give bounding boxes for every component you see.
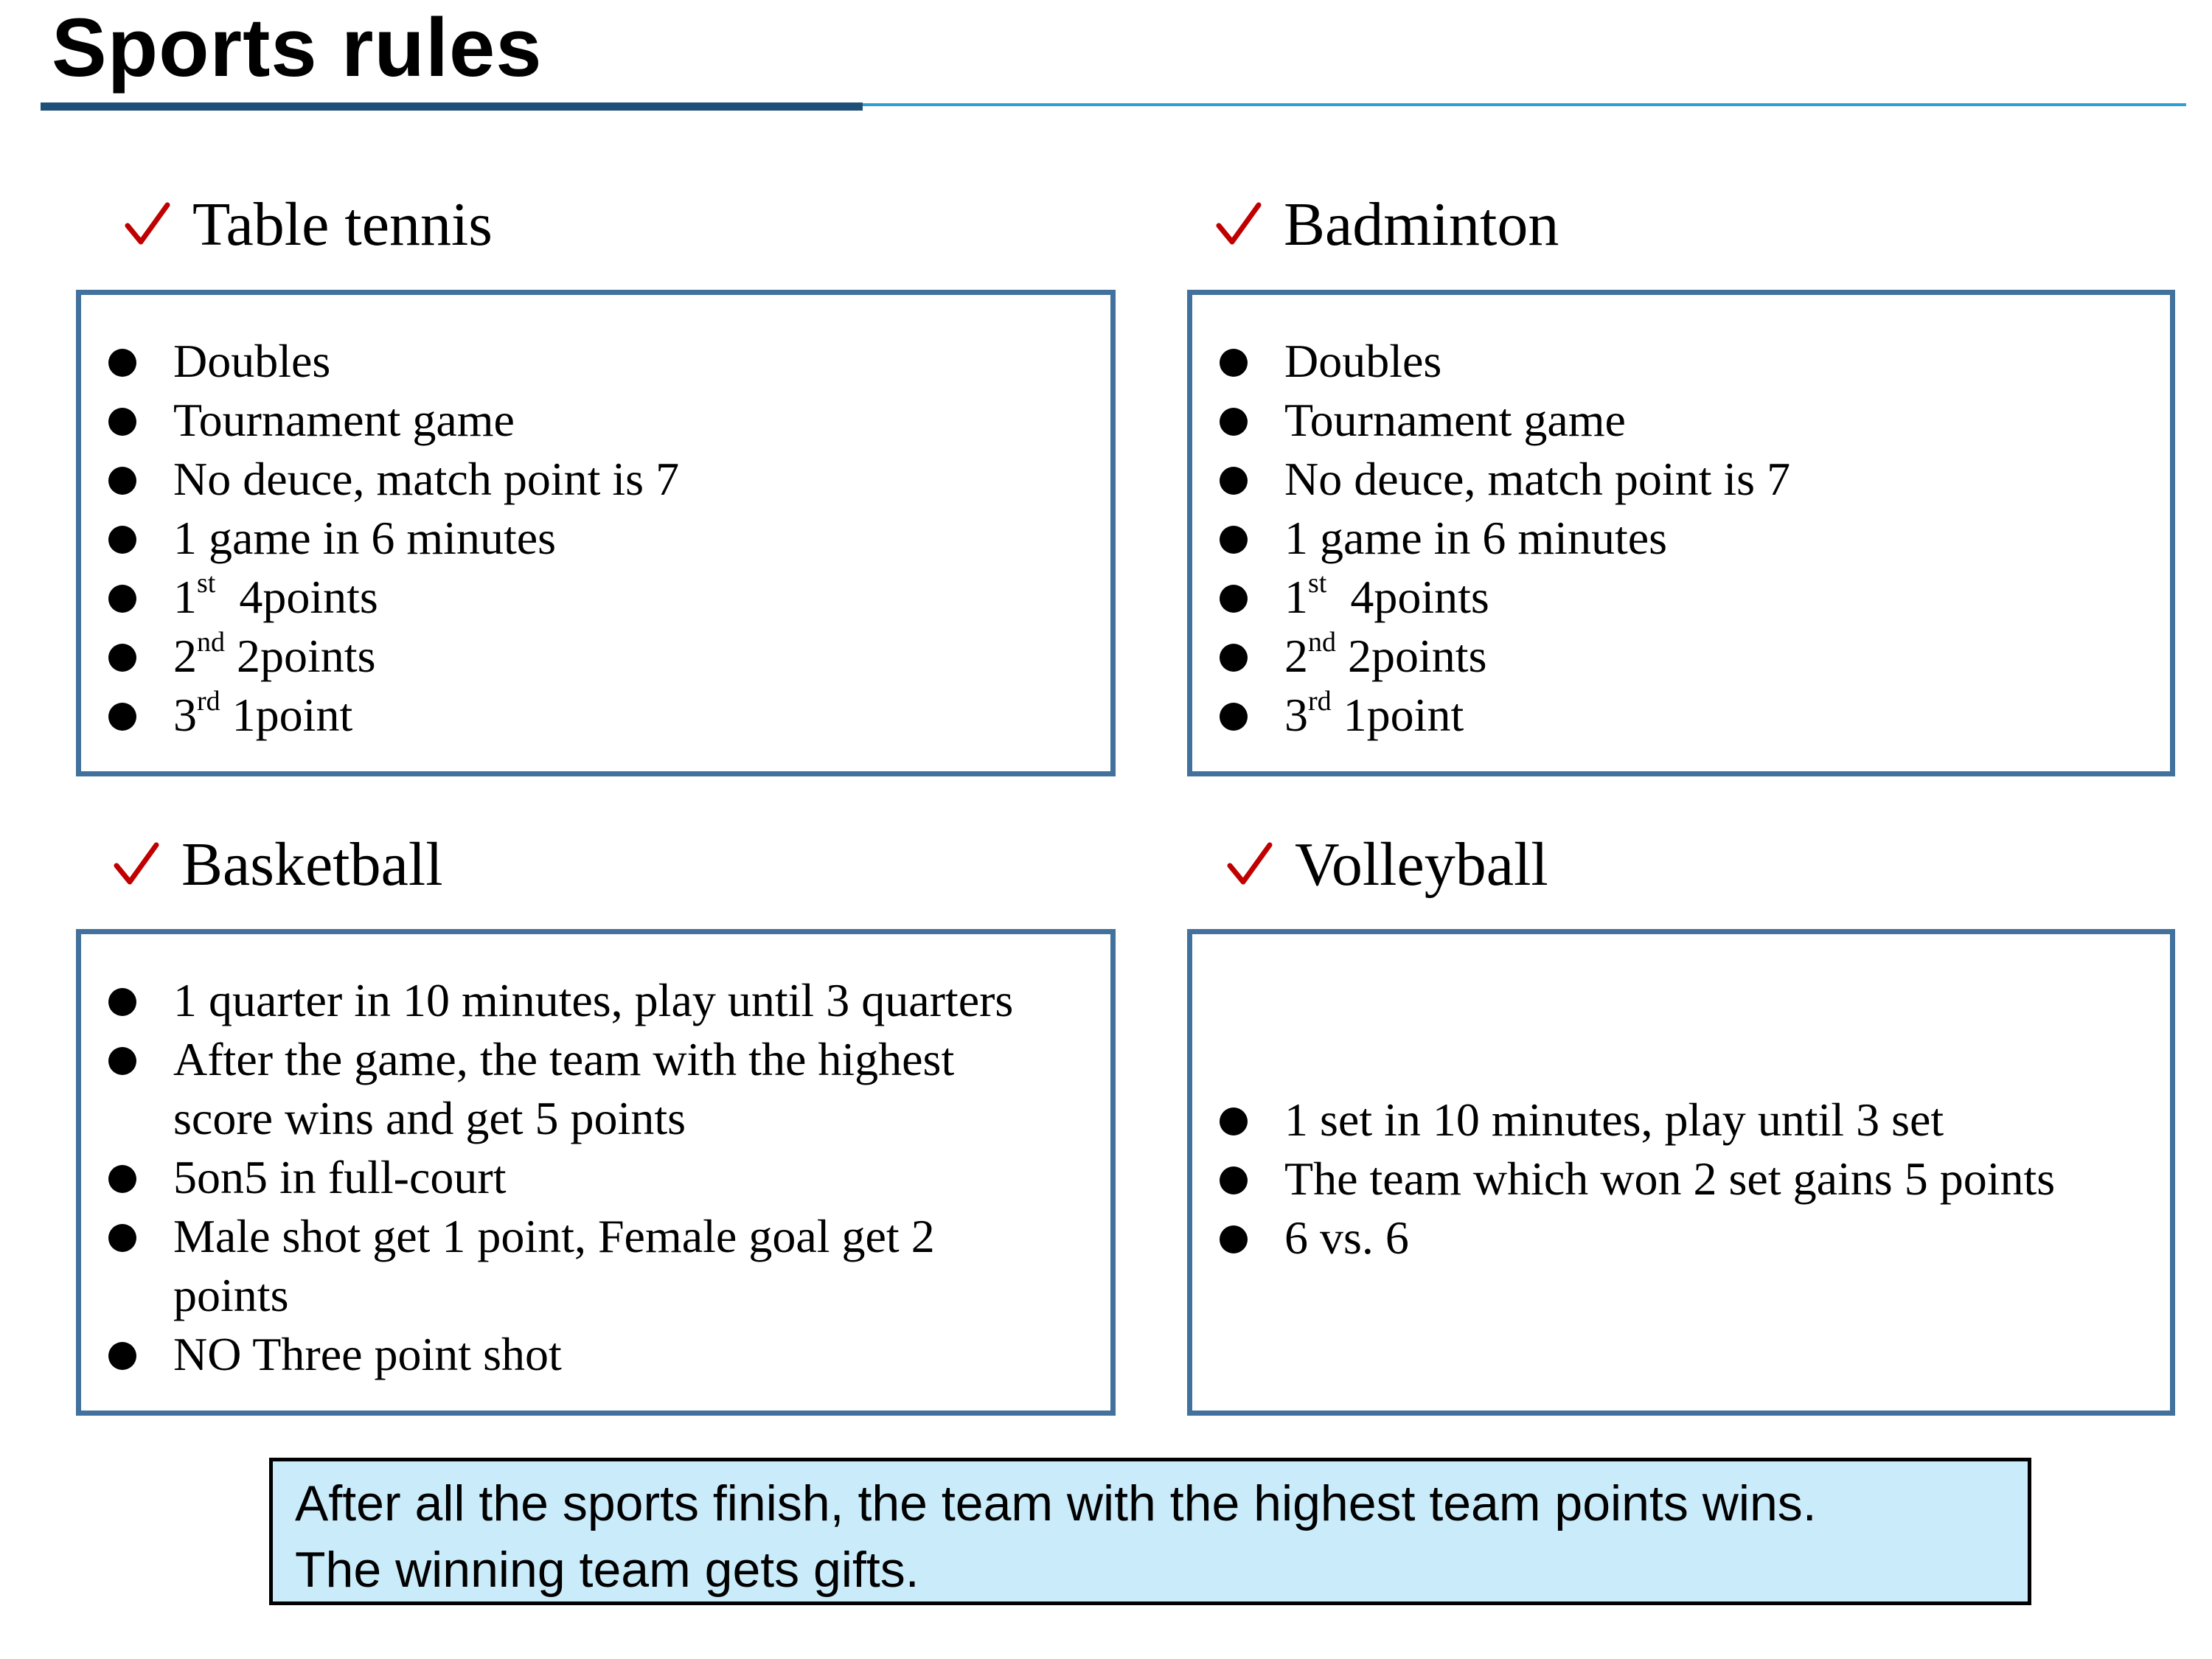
bullet-icon	[1220, 585, 1248, 613]
list-item: 2nd 2points	[81, 627, 1110, 686]
volleyball-heading: Volleyball	[1224, 828, 1548, 902]
list-item: Doubles	[81, 332, 1110, 391]
bullet-icon	[108, 1165, 136, 1193]
bullet-icon	[1220, 1225, 1248, 1253]
list-item: 2nd 2points	[1192, 627, 2170, 686]
list-item: 3rd 1point	[1192, 686, 2170, 745]
list-item: 1 quarter in 10 minutes, play until 3 qu…	[81, 971, 1110, 1030]
footer-note-line2: The winning team gets gifts.	[295, 1542, 919, 1598]
list-item: 1st 4points	[81, 568, 1110, 627]
list-item: 1st 4points	[1192, 568, 2170, 627]
bullet-icon	[108, 1047, 136, 1075]
list-item: Tournament game	[1192, 391, 2170, 450]
basketball-rules-list: 1 quarter in 10 minutes, play until 3 qu…	[81, 971, 1110, 1384]
bullet-icon	[108, 467, 136, 495]
title-underline-light	[863, 103, 2186, 106]
list-item: 3rd 1point	[81, 686, 1110, 745]
table-tennis-rules-box: Doubles Tournament game No deuce, match …	[76, 290, 1116, 776]
bullet-icon	[108, 585, 136, 613]
list-item: 5on5 in full-court	[81, 1148, 1110, 1207]
table-tennis-rules-list: Doubles Tournament game No deuce, match …	[81, 332, 1110, 745]
bullet-icon	[108, 408, 136, 436]
badminton-rules-box: Doubles Tournament game No deuce, match …	[1187, 290, 2175, 776]
badminton-heading-label: Badminton	[1284, 190, 1559, 259]
basketball-heading: Basketball	[111, 828, 443, 902]
bullet-icon	[108, 1342, 136, 1370]
list-item: 1 game in 6 minutes	[81, 509, 1110, 568]
footer-note-line1: After all the sports finish, the team wi…	[295, 1475, 1817, 1531]
list-item: Doubles	[1192, 332, 2170, 391]
basketball-heading-label: Basketball	[181, 830, 443, 899]
bullet-icon	[1220, 1166, 1248, 1194]
bullet-icon	[108, 526, 136, 554]
bullet-icon	[1220, 467, 1248, 495]
bullet-icon	[108, 703, 136, 731]
list-item: 1 game in 6 minutes	[1192, 509, 2170, 568]
bullet-icon	[1220, 1107, 1248, 1135]
bullet-icon	[1220, 644, 1248, 672]
table-tennis-heading: Table tennis	[122, 188, 493, 262]
bullet-icon	[108, 644, 136, 672]
list-item: Male shot get 1 point, Female goal get 2…	[81, 1207, 1110, 1325]
title-underline-dark	[41, 102, 863, 111]
badminton-heading: Badminton	[1213, 188, 1559, 262]
list-item: The team which won 2 set gains 5 points	[1192, 1150, 2170, 1208]
bullet-icon	[108, 349, 136, 377]
list-item: No deuce, match point is 7	[81, 450, 1110, 509]
list-item: Tournament game	[81, 391, 1110, 450]
bullet-icon	[108, 1224, 136, 1252]
check-icon	[122, 199, 173, 251]
check-icon	[1224, 839, 1276, 891]
bullet-icon	[1220, 703, 1248, 731]
bullet-icon	[1220, 526, 1248, 554]
footer-note: After all the sports finish, the team wi…	[269, 1458, 2031, 1605]
page-title: Sports rules	[52, 1, 543, 94]
table-tennis-heading-label: Table tennis	[192, 190, 493, 259]
bullet-icon	[1220, 408, 1248, 436]
list-item: NO Three point shot	[81, 1325, 1110, 1384]
list-item: No deuce, match point is 7	[1192, 450, 2170, 509]
list-item: 6 vs. 6	[1192, 1208, 2170, 1267]
check-icon	[1213, 199, 1265, 251]
basketball-rules-box: 1 quarter in 10 minutes, play until 3 qu…	[76, 929, 1116, 1416]
badminton-rules-list: Doubles Tournament game No deuce, match …	[1192, 332, 2170, 745]
volleyball-rules-list: 1 set in 10 minutes, play until 3 set Th…	[1192, 1091, 2170, 1267]
volleyball-rules-box: 1 set in 10 minutes, play until 3 set Th…	[1187, 929, 2175, 1416]
bullet-icon	[108, 988, 136, 1016]
bullet-icon	[1220, 349, 1248, 377]
volleyball-heading-label: Volleyball	[1295, 830, 1548, 899]
list-item: 1 set in 10 minutes, play until 3 set	[1192, 1091, 2170, 1150]
check-icon	[111, 839, 162, 891]
list-item: After the game, the team with the highes…	[81, 1030, 1110, 1148]
